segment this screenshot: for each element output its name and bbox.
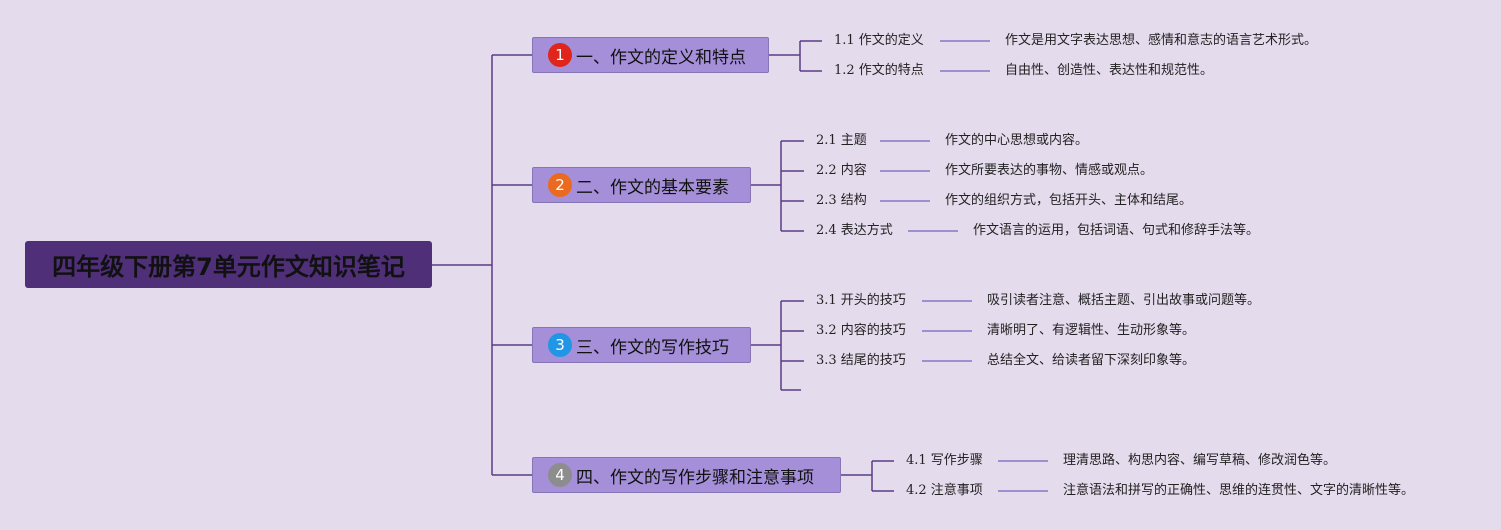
subtopic-3-1[interactable]: 3.1 开头的技巧 [816,293,906,308]
topic-label: 一、作文的定义和特点 [576,47,746,68]
subtopic-1-1-desc: 作文是用文字表达思想、感情和意志的语言艺术形式。 [1005,33,1318,48]
topic-label: 三、作文的写作技巧 [576,337,729,358]
subtopic-4-1[interactable]: 4.1 写作步骤 [906,453,983,468]
subtopic-3-3[interactable]: 3.3 结尾的技巧 [816,353,906,368]
subtopic-2-2-desc: 作文所要表达的事物、情感或观点。 [945,163,1154,178]
subtopic-2-1-desc: 作文的中心思想或内容。 [945,133,1089,148]
subtopic-2-3-desc: 作文的组织方式，包括开头、主体和结尾。 [945,193,1193,208]
topic-label: 四、作文的写作步骤和注意事项 [576,467,814,488]
subtopic-2-2[interactable]: 2.2 内容 [816,163,867,178]
number-2-icon: 2 [548,173,572,197]
topic-node-1[interactable]: 1 一、作文的定义和特点 [532,37,769,73]
root-node[interactable]: 四年级下册第7单元作文知识笔记 [25,241,432,288]
subtopic-4-1-desc: 理清思路、构思内容、编写草稿、修改润色等。 [1063,453,1337,468]
subtopic-2-1[interactable]: 2.1 主题 [816,133,867,148]
number-4-icon: 4 [548,463,572,487]
subtopic-1-2-desc: 自由性、创造性、表达性和规范性。 [1005,63,1214,78]
topic-node-3[interactable]: 3 三、作文的写作技巧 [532,327,751,363]
subtopic-3-2[interactable]: 3.2 内容的技巧 [816,323,906,338]
subtopic-4-2[interactable]: 4.2 注意事项 [906,483,983,498]
number-1-icon: 1 [548,43,572,67]
subtopic-4-2-desc: 注意语法和拼写的正确性、思维的连贯性、文字的清晰性等。 [1063,483,1415,498]
subtopic-3-1-desc: 吸引读者注意、概括主题、引出故事或问题等。 [987,293,1261,308]
root-title: 四年级下册第7单元作文知识笔记 [52,253,405,281]
subtopic-2-3[interactable]: 2.3 结构 [816,193,867,208]
subtopic-1-1[interactable]: 1.1 作文的定义 [834,33,924,48]
subtopic-3-2-desc: 清晰明了、有逻辑性、生动形象等。 [987,323,1196,338]
subtopic-2-4-desc: 作文语言的运用，包括词语、句式和修辞手法等。 [973,223,1260,238]
topic-label: 二、作文的基本要素 [576,177,729,198]
subtopic-1-2[interactable]: 1.2 作文的特点 [834,63,924,78]
topic-node-4[interactable]: 4 四、作文的写作步骤和注意事项 [532,457,841,493]
number-3-icon: 3 [548,333,572,357]
subtopic-2-4[interactable]: 2.4 表达方式 [816,223,893,238]
topic-node-2[interactable]: 2 二、作文的基本要素 [532,167,751,203]
subtopic-3-3-desc: 总结全文、给读者留下深刻印象等。 [987,353,1196,368]
